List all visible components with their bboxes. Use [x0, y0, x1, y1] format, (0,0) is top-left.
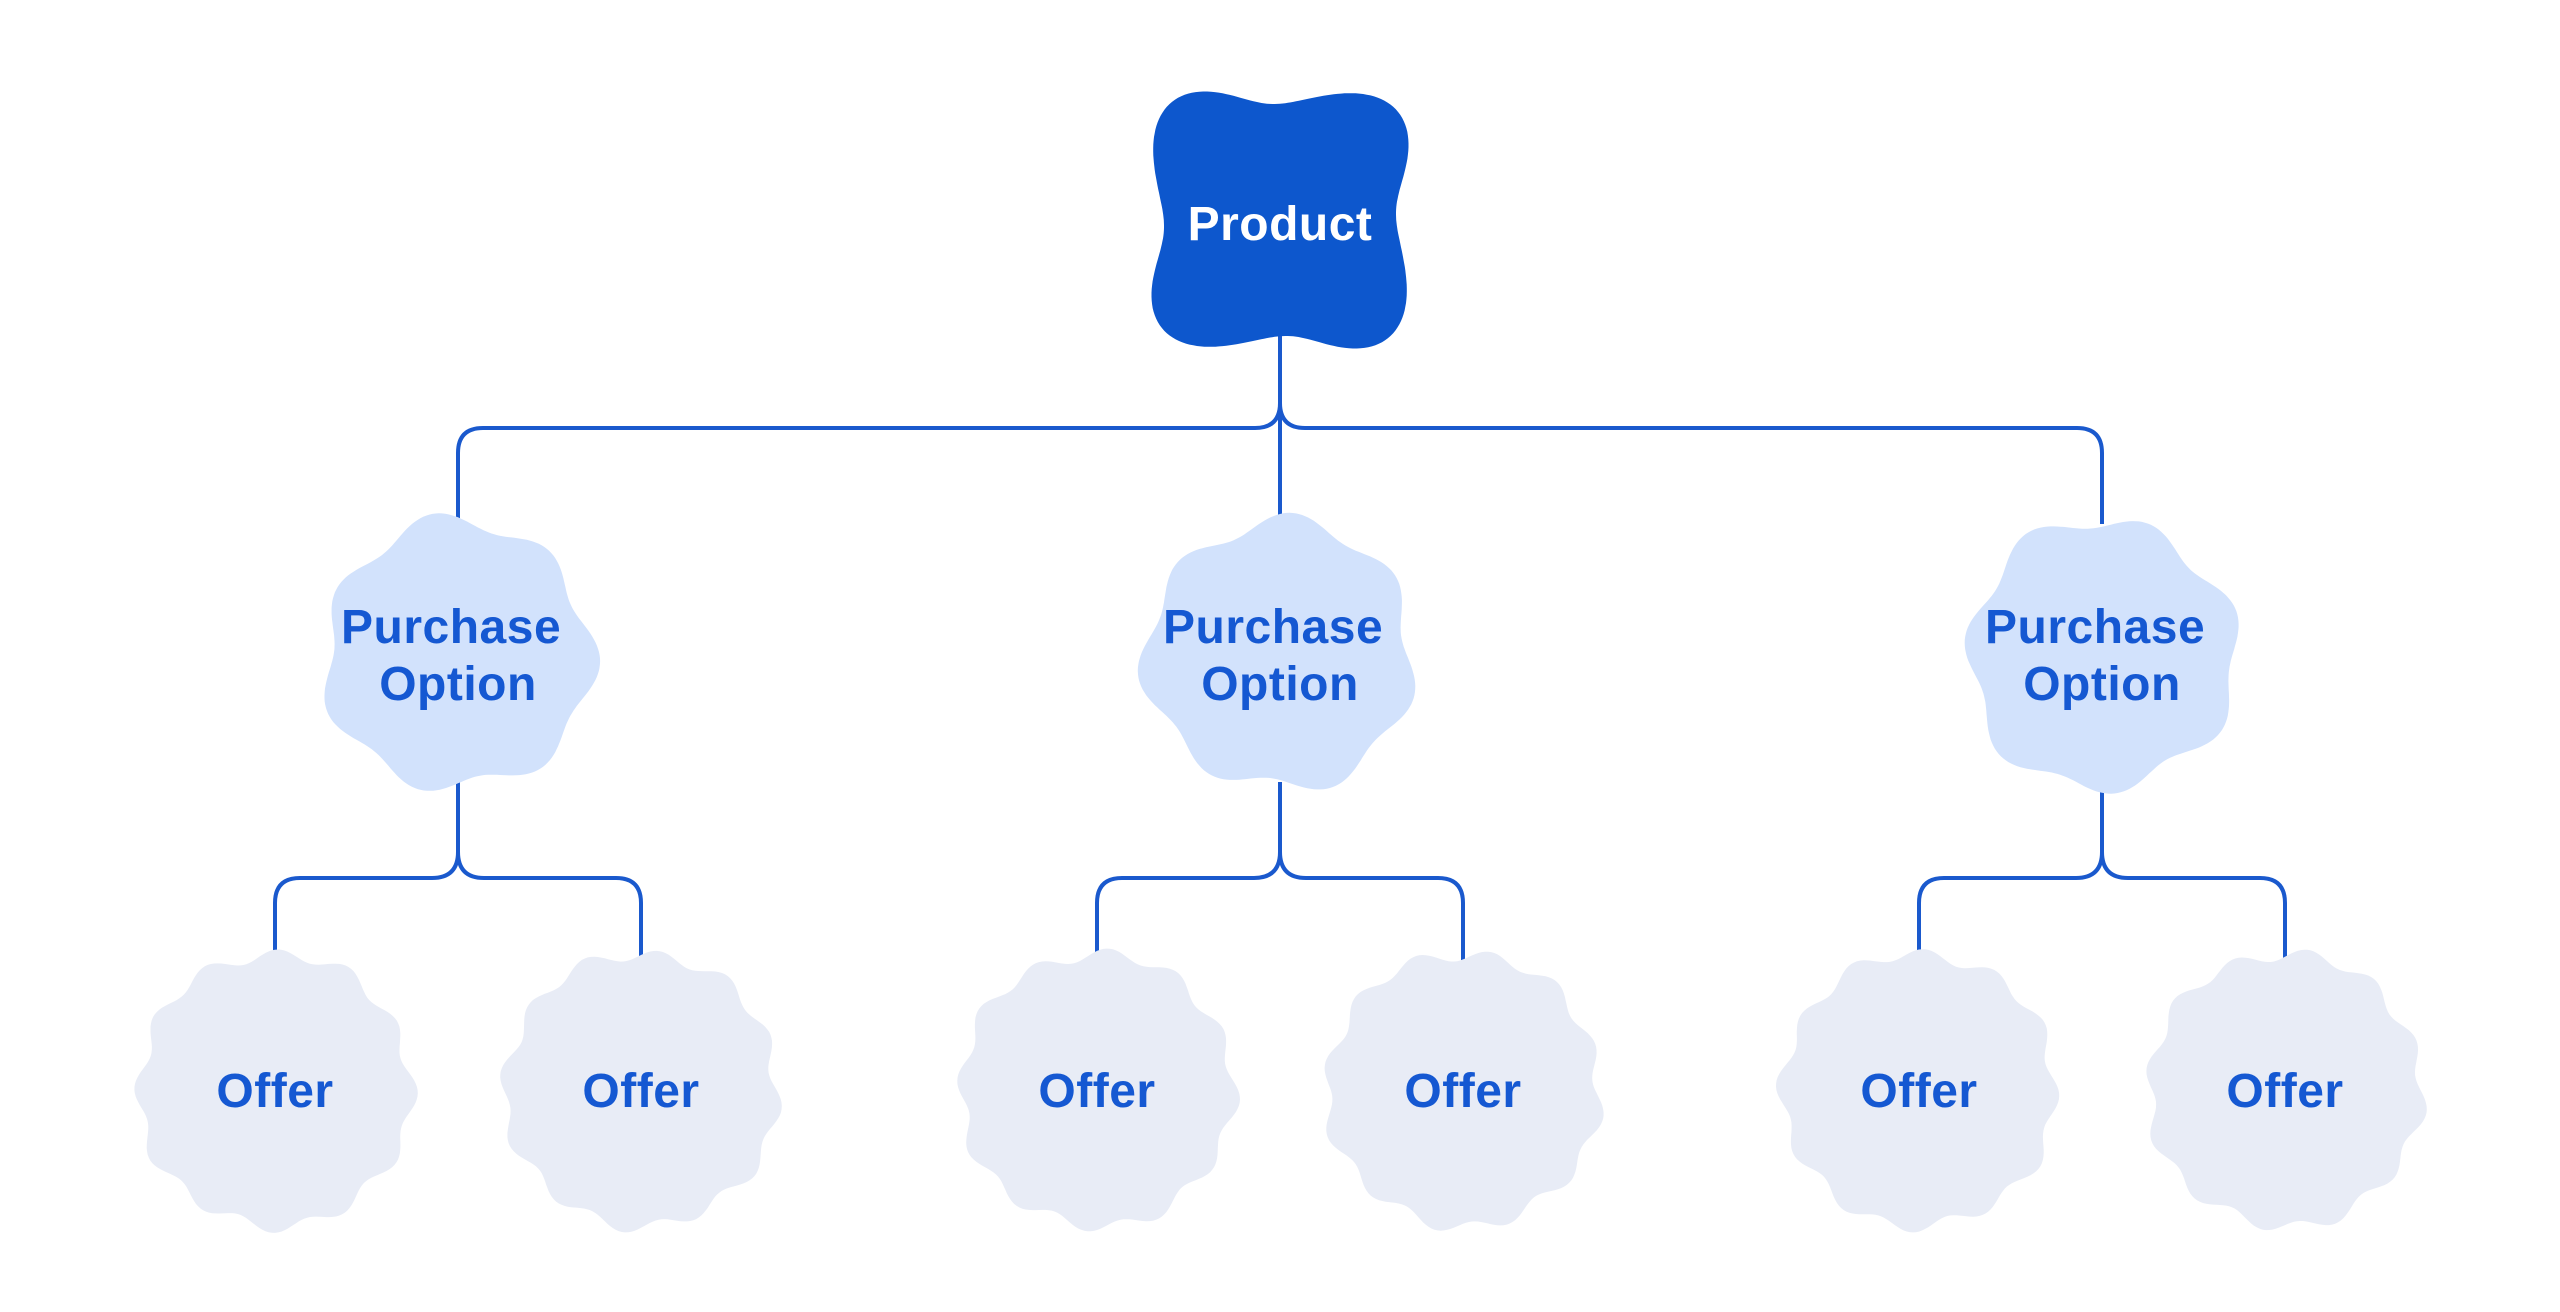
offer-4-label: Offer	[1404, 1065, 1521, 1118]
purchase-option-2-label: Purchase Option	[1163, 601, 1397, 711]
offer-5-scallop-shape	[1776, 949, 2060, 1233]
node-offer-4: Offer	[1324, 951, 1604, 1231]
offer-5-label: Offer	[1860, 1065, 1977, 1118]
node-offer-6: Offer	[2146, 949, 2427, 1231]
connector-purchase-option-2-to-offer-3	[1095, 782, 1282, 960]
node-purchase-option-2: Purchase Option	[1137, 512, 1416, 790]
purchase-option-1-label-line-2: Option	[379, 658, 537, 711]
node-offer-3: Offer	[957, 948, 1240, 1232]
connector-purchase-option-2-to-offer-4	[1278, 782, 1465, 960]
purchase-option-3-blob-shape	[1964, 521, 2239, 794]
connector-purchase-option-1-to-offer-1	[273, 782, 460, 960]
purchase-option-1-blob-shape	[324, 513, 601, 791]
offer-1-scallop-shape	[134, 949, 418, 1233]
offer-3-label: Offer	[1038, 1065, 1155, 1118]
product-label: Product	[1188, 198, 1373, 251]
purchase-option-3-label: Purchase Option	[1985, 601, 2219, 711]
offer-6-label: Offer	[2226, 1065, 2343, 1118]
purchase-option-3-label-line-2: Option	[2023, 658, 2181, 711]
connector-lines	[273, 330, 2287, 960]
node-offer-1: Offer	[134, 949, 418, 1233]
purchase-option-1-label: Purchase Option	[341, 601, 575, 711]
node-purchase-option-1: Purchase Option	[324, 513, 601, 791]
offer-1-label: Offer	[216, 1065, 333, 1118]
purchase-option-2-label-line-1: Purchase	[1163, 601, 1383, 654]
connector-product-to-purchase-option-1	[456, 330, 1282, 524]
purchase-option-3-label-line-1: Purchase	[1985, 601, 2205, 654]
node-product: Product	[1151, 91, 1409, 349]
connector-purchase-option-3-to-offer-6	[2100, 782, 2287, 960]
offer-6-scallop-shape	[2146, 949, 2427, 1231]
purchase-option-1-label-line-1: Purchase	[341, 601, 561, 654]
purchase-option-2-label-line-2: Option	[1201, 658, 1359, 711]
product-clover-shape	[1151, 91, 1409, 349]
node-offer-5: Offer	[1776, 949, 2060, 1233]
node-offer-2: Offer	[500, 950, 782, 1233]
connector-purchase-option-3-to-offer-5	[1917, 782, 2104, 960]
offer-2-label: Offer	[582, 1065, 699, 1118]
offer-4-scallop-shape	[1324, 951, 1604, 1231]
connector-product-to-purchase-option-3	[1278, 330, 2104, 524]
node-purchase-option-3: Purchase Option	[1964, 521, 2239, 794]
offer-2-scallop-shape	[500, 950, 782, 1233]
connector-purchase-option-1-to-offer-2	[456, 782, 643, 960]
purchase-option-2-blob-shape	[1137, 512, 1416, 790]
diagram-nodes: Product Purchase Option Purchase Option …	[134, 91, 2427, 1233]
offer-3-scallop-shape	[957, 948, 1240, 1232]
